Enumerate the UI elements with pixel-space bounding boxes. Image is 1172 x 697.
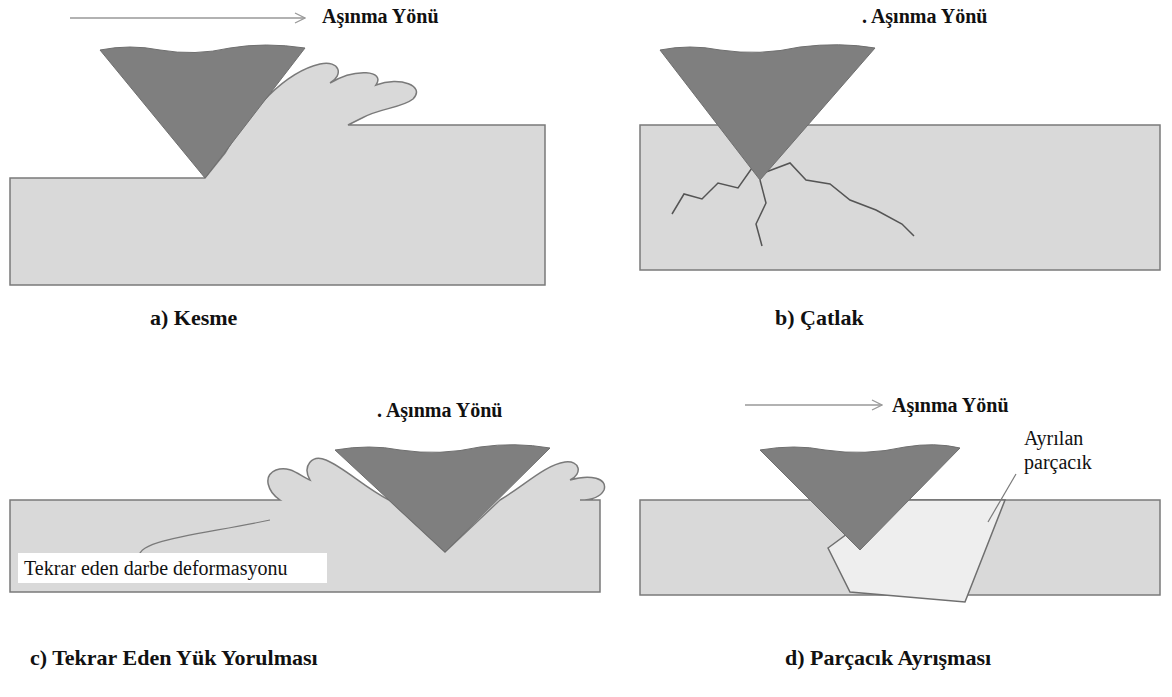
wear-direction-label: . Aşınma Yönü [862,4,987,28]
panel-caption: a) Kesme [150,305,237,331]
wear-direction-label: Aşınma Yönü [322,4,439,28]
wear-direction-label: . Aşınma Yönü [377,398,502,422]
abrasive-indenter [760,445,960,550]
crack-line [672,168,752,214]
workpiece-with-chip [10,63,545,285]
annotation-label: Tekrar eden darbe deformasyonu [18,553,327,583]
workpiece [640,125,1160,270]
wear-direction-arrow [745,404,882,406]
abrasive-indenter [100,45,305,178]
panel-caption: d) Parçacık Ayrışması [785,645,991,671]
panel-caption: c) Tekrar Eden Yük Yorulması [30,645,318,671]
abrasive-indenter [335,445,550,552]
panel-caption: b) Çatlak [775,305,864,331]
wear-direction-arrow [70,17,305,19]
wear-direction-label: Aşınma Yönü [892,393,1009,417]
crack-line [756,180,766,246]
crack-line [766,163,914,236]
abrasive-indenter [660,45,875,180]
leader-line [988,474,1016,522]
annotation-label: Ayrılan parçacık [1020,424,1128,476]
